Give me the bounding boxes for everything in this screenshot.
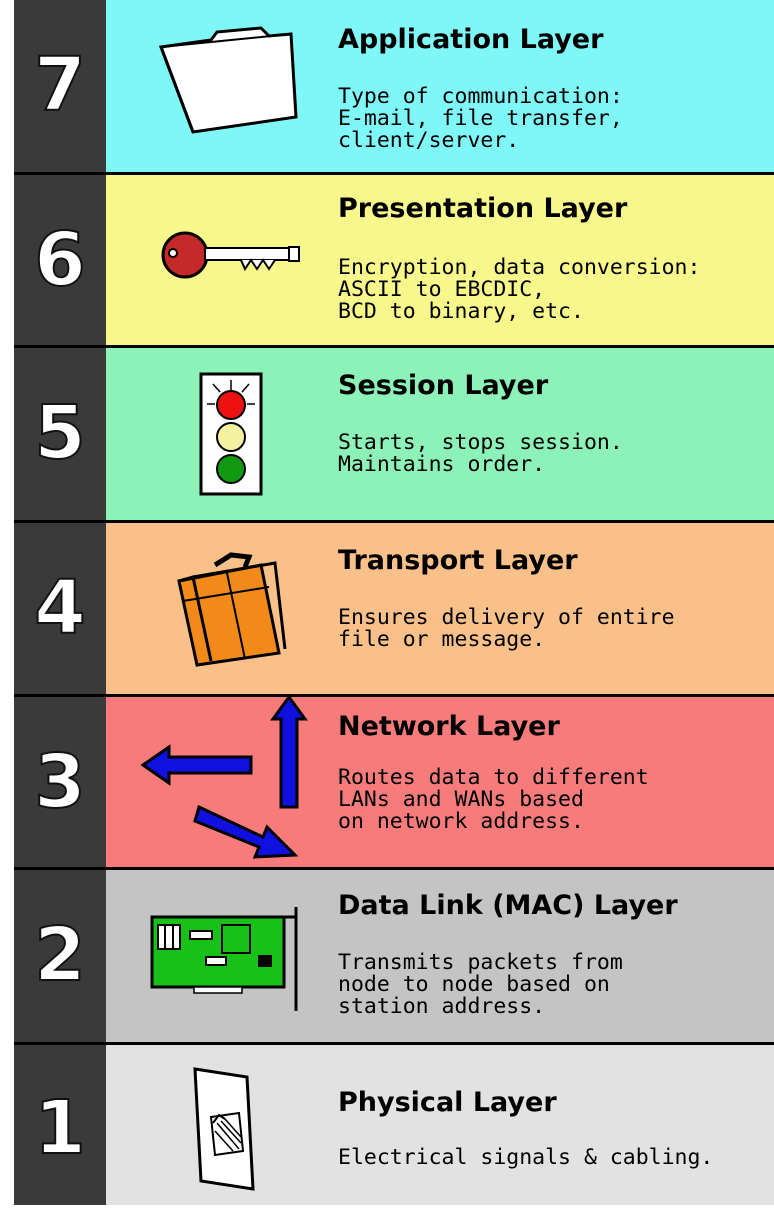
layer-title: Network Layer — [338, 711, 560, 742]
layer-number: 5 — [33, 390, 87, 476]
traffic-light-icon — [126, 370, 336, 500]
layer-7-content: Application Layer Type of communication:… — [106, 0, 774, 172]
layer-5-content: Session Layer Starts, stops session. Mai… — [106, 348, 774, 520]
layer-number: 6 — [33, 217, 87, 303]
layer-4-content: Transport Layer Ensures delivery of enti… — [106, 523, 774, 694]
layer-title: Application Layer — [338, 24, 604, 55]
layer-title: Transport Layer — [338, 545, 578, 576]
layer-number: 4 — [33, 565, 87, 651]
layer-number-column — [14, 523, 106, 694]
layer-description: Transmits packets from node to node base… — [338, 950, 623, 1019]
suitcase-icon — [126, 541, 336, 671]
layer-2: 2 Data Link (MAC) Layer Transm — [14, 870, 774, 1045]
key-icon — [126, 215, 336, 295]
layer-description: Type of communication: E-mail, file tran… — [338, 84, 623, 153]
layer-6-content: Presentation Layer Encryption, data conv… — [106, 175, 774, 345]
layer-description: Starts, stops session. Maintains order. — [338, 430, 623, 477]
layer-number: 1 — [33, 1085, 87, 1171]
layer-number: 3 — [33, 739, 87, 825]
layer-number-column — [14, 1045, 106, 1205]
layer-description: Routes data to different LANs and WANs b… — [338, 765, 649, 834]
layer-number: 2 — [33, 912, 87, 998]
layer-number-column — [14, 697, 106, 867]
layer-title: Data Link (MAC) Layer — [338, 890, 678, 921]
wall-jack-icon — [126, 1059, 336, 1199]
layer-title: Physical Layer — [338, 1087, 557, 1118]
layer-description: Electrical signals & cabling. — [338, 1145, 714, 1170]
osi-model-stack: 7 Application Layer Type of communicatio… — [14, 0, 774, 1210]
layer-6: 6 Presentation Layer Encryption, data co… — [14, 175, 774, 348]
layer-number-column — [14, 870, 106, 1042]
layer-description: Ensures delivery of entire file or messa… — [338, 605, 675, 652]
layer-4: 4 Transport Layer Ensures delivery of en… — [14, 523, 774, 697]
layer-1: 1 Physical Layer Electrical signals & ca… — [14, 1045, 774, 1205]
layer-7: 7 Application Layer Type of communicatio… — [14, 0, 774, 175]
layer-number: 7 — [33, 42, 87, 128]
layer-title: Presentation Layer — [338, 193, 628, 224]
layer-number-column — [14, 348, 106, 520]
layer-number-column — [14, 0, 106, 172]
layer-5: 5 Session Layer Starts, stops session. M… — [14, 348, 774, 523]
layer-2-content: Data Link (MAC) Layer Transmits packets … — [106, 870, 774, 1042]
folder-icon — [126, 22, 336, 152]
layer-title: Session Layer — [338, 370, 549, 401]
layer-1-content: Physical Layer Electrical signals & cabl… — [106, 1045, 774, 1205]
layer-description: Encryption, data conversion: ASCII to EB… — [338, 255, 701, 324]
layer-3-content: Network Layer Routes data to different L… — [106, 697, 774, 867]
network-card-icon — [126, 898, 336, 1018]
layer-3: 3 Network Layer Routes data to different… — [14, 697, 774, 870]
layer-number-column — [14, 175, 106, 345]
routing-arrows-icon — [126, 697, 336, 867]
